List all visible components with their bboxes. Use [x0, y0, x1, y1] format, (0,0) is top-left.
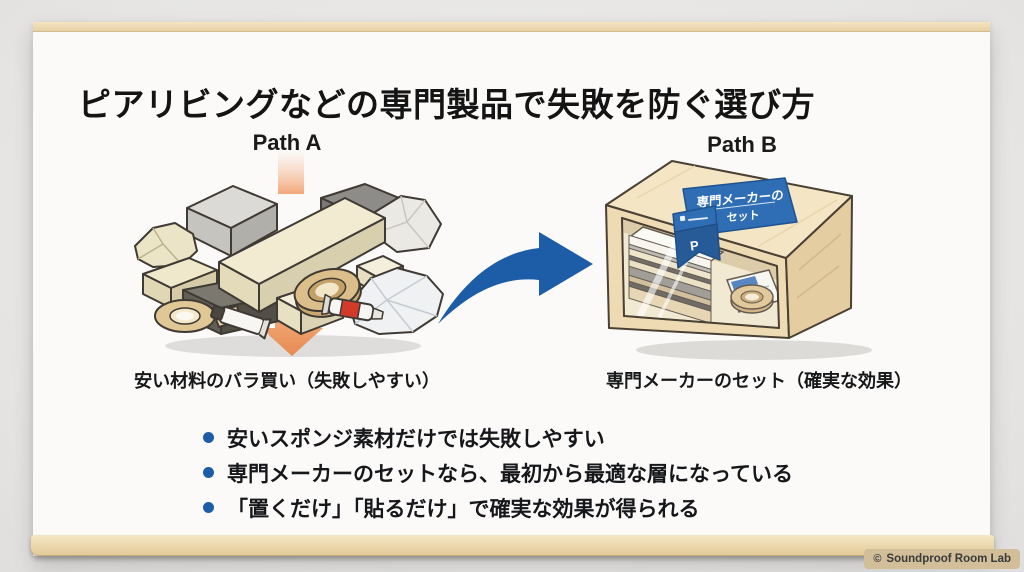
- kit-box-illustration: 専門メーカーの セット P: [605, 160, 872, 360]
- foam-chunk-icon: [134, 222, 198, 268]
- bullet-dot-icon: [203, 432, 214, 443]
- whiteboard: ピアリビングなどの専門製品で失敗を防ぐ選び方 Path A Path B: [31, 22, 994, 556]
- glue-tube-icon: [210, 304, 272, 340]
- path-b-label: Path B: [707, 132, 777, 157]
- bullet-list: 安いスポンジ素材だけでは失敗しやすい 専門メーカーのセットなら、最初から最適な層…: [203, 420, 793, 525]
- transition-arrow-icon: [438, 232, 593, 324]
- path-b-caption: 専門メーカーのセット（確実な効果）: [606, 371, 912, 391]
- kit-label-line2: セット: [727, 209, 760, 225]
- cheap-materials-illustration: [134, 150, 444, 357]
- board-top-wood-edge: [33, 22, 990, 32]
- ribbon-logo: P: [689, 237, 700, 253]
- path-a-caption: 安い材料のバラ買い（失敗しやすい）: [134, 371, 440, 391]
- bullet-dot-icon: [203, 467, 214, 478]
- watermark-badge: © Soundproof Room Lab: [864, 549, 1020, 569]
- kit-ribbon: P: [672, 205, 721, 269]
- box-shadow: [636, 340, 872, 360]
- bullet-item: 「置くだけ」「貼るだけ」で確実な効果が得られる: [203, 490, 793, 525]
- bullet-text: 「置くだけ」「貼るだけ」で確実な効果が得られる: [227, 497, 700, 521]
- white-sheet-icon: [372, 195, 442, 253]
- watermark-text: Soundproof Room Lab: [886, 553, 1011, 565]
- bullet-item: 専門メーカーのセットなら、最初から最適な層になっている: [203, 455, 793, 490]
- copyright-icon: ©: [873, 552, 882, 565]
- board-bottom-ledge: [31, 535, 994, 556]
- kit-tape-roll-icon: [730, 284, 774, 314]
- bullet-item: 安いスポンジ素材だけでは失敗しやすい: [203, 420, 793, 455]
- glue-tube-red-icon: [320, 293, 384, 322]
- page-title: ピアリビングなどの専門製品で失敗を防ぐ選び方: [78, 86, 815, 124]
- bullet-text: 専門メーカーのセットなら、最初から最適な層になっている: [227, 462, 793, 486]
- bullet-dot-icon: [203, 502, 214, 513]
- down-arrow-top-icon: [278, 150, 304, 194]
- bullet-text: 安いスポンジ素材だけでは失敗しやすい: [227, 427, 605, 451]
